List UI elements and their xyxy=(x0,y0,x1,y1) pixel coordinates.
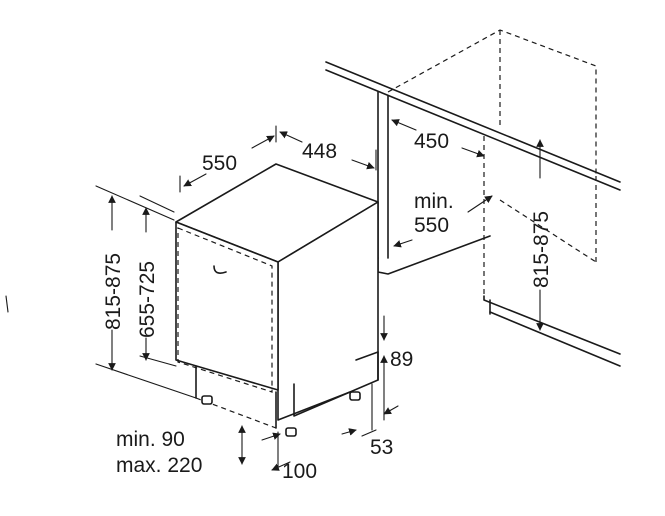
worktop-edge-bottom xyxy=(325,69,621,191)
foot-front-right xyxy=(285,427,297,437)
dim-plinth-depth: min. 90 max. 220 xyxy=(116,425,246,477)
label-niche-depth-min: min. xyxy=(414,190,454,213)
label-appliance-width: 448 xyxy=(302,140,337,163)
ext-top-outer xyxy=(95,185,175,221)
label-appliance-height-total: 815-875 xyxy=(102,253,125,330)
dim-appliance-width: 448 xyxy=(279,131,377,171)
niche-outline xyxy=(325,29,621,367)
label-niche-width: 450 xyxy=(414,130,449,153)
dim-niche-width: 450 xyxy=(391,119,485,158)
label-niche-height: 815-875 xyxy=(530,211,553,288)
foot-front-left xyxy=(201,395,213,405)
edge-mark xyxy=(5,295,9,313)
plinth-step xyxy=(355,351,379,361)
label-appliance-depth: 550 xyxy=(202,152,237,175)
label-niche-depth-value: 550 xyxy=(414,214,449,237)
label-plinth-height: 89 xyxy=(390,348,413,371)
plinth-right xyxy=(293,383,351,417)
ext-bottom-inner xyxy=(139,355,177,367)
label-plinth-depth-max: max. 220 xyxy=(116,454,202,477)
appliance-front xyxy=(175,221,279,391)
niche-upper-dashed xyxy=(387,29,597,176)
door-handle xyxy=(213,265,227,274)
appliance-door-outline xyxy=(177,227,273,393)
dim-appliance-depth: 550 xyxy=(179,125,277,193)
ext-top-inner xyxy=(139,195,175,213)
niche-floor-right-1 xyxy=(483,295,621,355)
dim-plinth-height: 89 xyxy=(380,315,413,421)
dim-foot-offset: 100 xyxy=(261,431,317,483)
label-plinth-setback: 53 xyxy=(370,436,393,459)
ext-bottom-outer xyxy=(95,363,197,399)
dim-appliance-heights: 815-875 655-725 xyxy=(95,185,197,399)
worktop-edge-top xyxy=(325,61,621,183)
foot-rear-right xyxy=(349,391,361,401)
niche-floor-dashed xyxy=(499,199,597,263)
dim-plinth-setback: 53 xyxy=(341,383,399,459)
appliance-body xyxy=(175,163,379,437)
label-plinth-depth-min: min. 90 xyxy=(116,428,185,451)
niche-floor-left xyxy=(377,235,491,275)
label-appliance-height-body: 655-725 xyxy=(136,261,159,338)
label-foot-offset: 100 xyxy=(282,460,317,483)
dim-niche-depth: min. 550 xyxy=(393,190,493,248)
appliance-side xyxy=(277,201,379,421)
dim-niche-height: 815-875 xyxy=(530,139,553,331)
niche-floor-right-2 xyxy=(489,311,621,367)
